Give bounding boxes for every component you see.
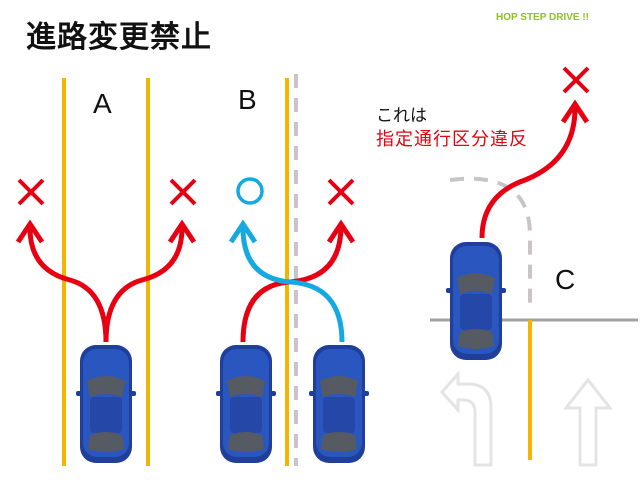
label-c: C xyxy=(555,264,576,295)
prohibited-x-icon xyxy=(169,178,197,206)
left-turn-arrow-marking xyxy=(439,370,493,467)
arrowhead-icon xyxy=(228,219,258,244)
red-arrow xyxy=(479,107,578,239)
label-b: B xyxy=(238,84,257,115)
brand-logo-text: HOP STEP DRIVE !! xyxy=(496,12,589,23)
dashed-guide-line xyxy=(449,176,532,310)
allowed-circle-icon xyxy=(236,177,264,205)
prohibited-x-icon xyxy=(17,178,45,206)
straight-arrow-marking xyxy=(562,377,614,467)
red-arrow xyxy=(240,227,344,343)
car-icon xyxy=(446,242,506,360)
section-a xyxy=(15,78,197,466)
arrowhead-icon xyxy=(326,219,356,244)
label-a: A xyxy=(93,88,112,119)
note-line-2: 指定通行区分違反 xyxy=(376,129,528,150)
section-b xyxy=(216,74,369,466)
car-icon xyxy=(76,345,136,463)
red-arrow-left xyxy=(27,227,109,343)
section-c xyxy=(430,66,638,467)
blue-arrow xyxy=(240,227,345,343)
car-icon xyxy=(216,345,276,463)
arrowhead-icon xyxy=(15,219,45,244)
prohibited-x-icon xyxy=(562,66,590,94)
arrowhead-icon xyxy=(560,99,590,124)
car-icon xyxy=(309,345,369,463)
note-line-1: これは xyxy=(376,106,427,126)
prohibited-x-icon xyxy=(327,178,355,206)
red-arrow-right xyxy=(103,227,185,343)
arrowhead-icon xyxy=(167,219,197,244)
page-title: 進路変更禁止 xyxy=(26,20,212,55)
